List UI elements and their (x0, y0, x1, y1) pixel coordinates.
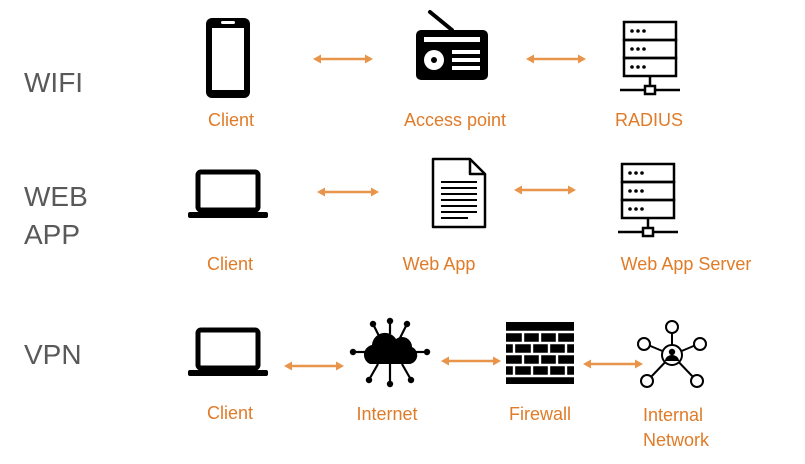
label-vpn-client: Client (206, 403, 254, 423)
arrow-webapp-client-app (317, 187, 379, 197)
arrow-webapp-app-server (514, 185, 576, 195)
server-icon (620, 20, 680, 96)
arrow-vpn-firewall-network (583, 359, 643, 369)
laptop-icon (188, 169, 268, 218)
row-title-vpn: VPN (24, 339, 82, 370)
label-vpn-internal-line1: Internal (643, 405, 704, 425)
arrow-vpn-internet-firewall (441, 356, 501, 366)
row-title-webapp-line2: APP (24, 219, 81, 250)
laptop-icon (188, 327, 268, 376)
network-icon (637, 320, 707, 388)
smartphone-icon (206, 18, 250, 98)
row-title-webapp-line1: WEB (24, 181, 88, 212)
arrow-wifi-client-ap (313, 54, 373, 64)
arrow-vpn-client-internet (284, 361, 344, 371)
label-wifi-radius: RADIUS (614, 110, 684, 130)
label-webapp-server: Web App Server (620, 254, 752, 274)
server-icon (618, 162, 678, 238)
document-icon (431, 157, 487, 229)
label-webapp-web-app: Web App (402, 254, 476, 274)
row-title-wifi: WIFI (24, 67, 84, 98)
firewall-icon (506, 322, 574, 384)
label-wifi-client: Client (207, 110, 255, 130)
cloud-network-icon (349, 317, 431, 388)
radio-icon (416, 10, 488, 80)
label-vpn-internal-line2: Network (643, 430, 710, 450)
label-vpn-internet: Internet (356, 404, 418, 424)
label-wifi-access-point: Access point (403, 110, 507, 130)
arrow-wifi-ap-server (526, 54, 586, 64)
label-webapp-client: Client (206, 254, 254, 274)
label-vpn-firewall: Firewall (508, 404, 572, 424)
